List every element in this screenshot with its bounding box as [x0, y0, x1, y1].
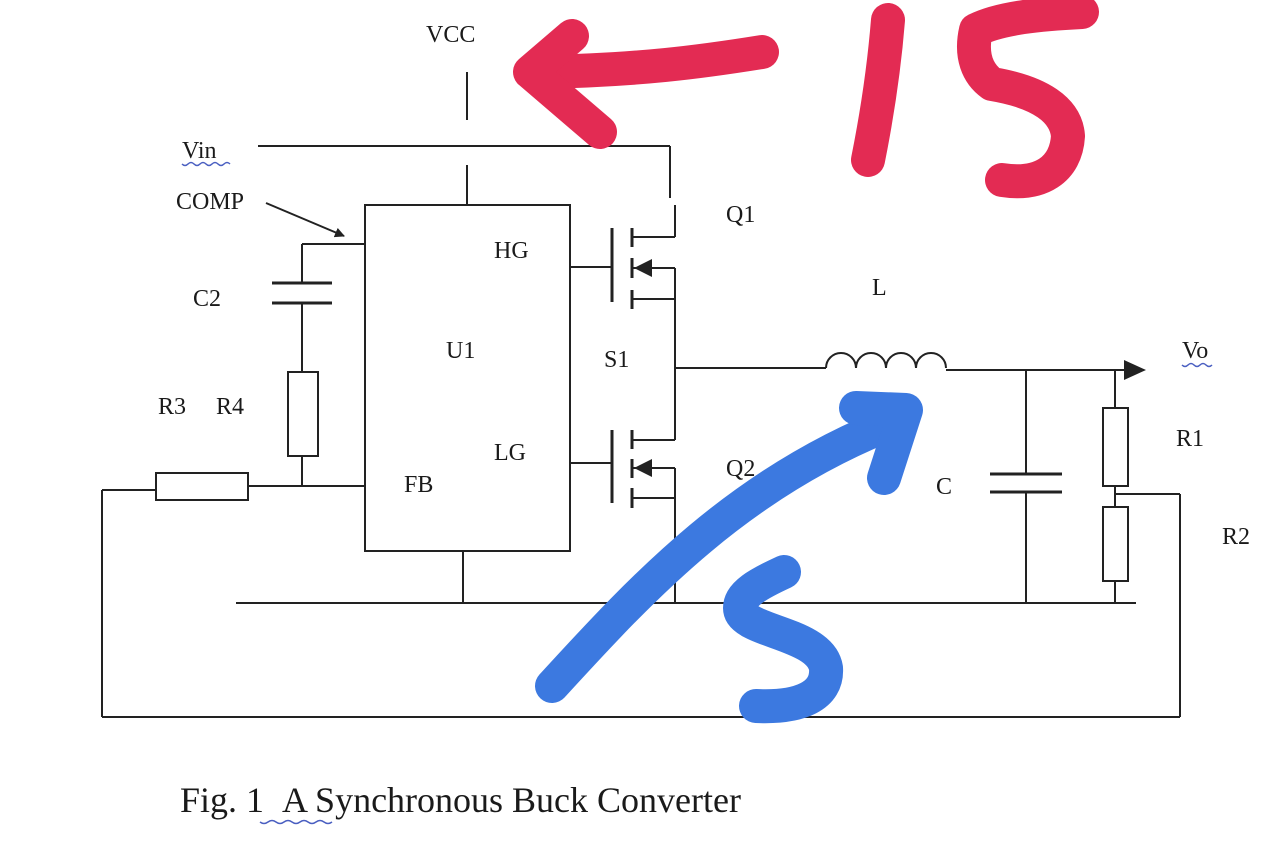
r1-label: R1 — [1176, 426, 1204, 452]
u1-controller-box — [364, 204, 571, 552]
r4-resistor — [287, 371, 319, 457]
vin-spellcheck-underline — [181, 161, 231, 167]
lg-label: LG — [494, 440, 526, 466]
q2-body-arrow — [634, 459, 652, 477]
s1-label: S1 — [604, 347, 629, 373]
blue-digit-five — [723, 555, 843, 724]
vo-spellcheck-underline — [1181, 362, 1213, 368]
r1-resistor — [1102, 407, 1129, 487]
r3-resistor — [155, 472, 249, 501]
r2-label: R2 — [1222, 524, 1250, 550]
c-label: C — [936, 474, 952, 500]
red-arrow-head — [513, 19, 617, 149]
q2-label: Q2 — [726, 456, 755, 482]
caption-text: A Synchronous Buck Converter — [282, 780, 741, 820]
q1-label: Q1 — [726, 202, 755, 228]
c2-label: C2 — [193, 286, 221, 312]
fb-label: FB — [404, 472, 433, 498]
red-ink-annotation — [513, 0, 1099, 199]
u1-label: U1 — [446, 338, 475, 364]
red-arrow-shaft — [523, 35, 779, 89]
l-label: L — [872, 275, 887, 301]
hg-label: HG — [494, 238, 529, 264]
figure-caption: Fig. 1 A Synchronous Buck Converter — [180, 780, 741, 820]
vo-label: Vo — [1182, 338, 1208, 364]
caption-spellcheck-underline — [259, 819, 333, 825]
comp-arrow — [265, 202, 345, 238]
inductor-coil — [825, 352, 947, 369]
q1-body-arrow — [634, 259, 652, 277]
caption-number: 1 — [246, 780, 264, 820]
red-digit-one — [851, 3, 905, 177]
r4-label: R4 — [216, 394, 244, 420]
blue-arrow-shaft — [535, 403, 917, 703]
vcc-label: VCC — [426, 22, 475, 48]
blue-arrow-head — [839, 391, 923, 495]
red-digit-five — [957, 0, 1099, 199]
blue-ink-annotation — [535, 391, 923, 724]
comp-label: COMP — [176, 189, 244, 215]
vin-label: Vin — [182, 138, 217, 164]
caption-fig: Fig. — [180, 780, 237, 820]
r2-resistor — [1102, 506, 1129, 582]
r3-label: R3 — [158, 394, 186, 420]
output-arrow — [1124, 360, 1146, 380]
